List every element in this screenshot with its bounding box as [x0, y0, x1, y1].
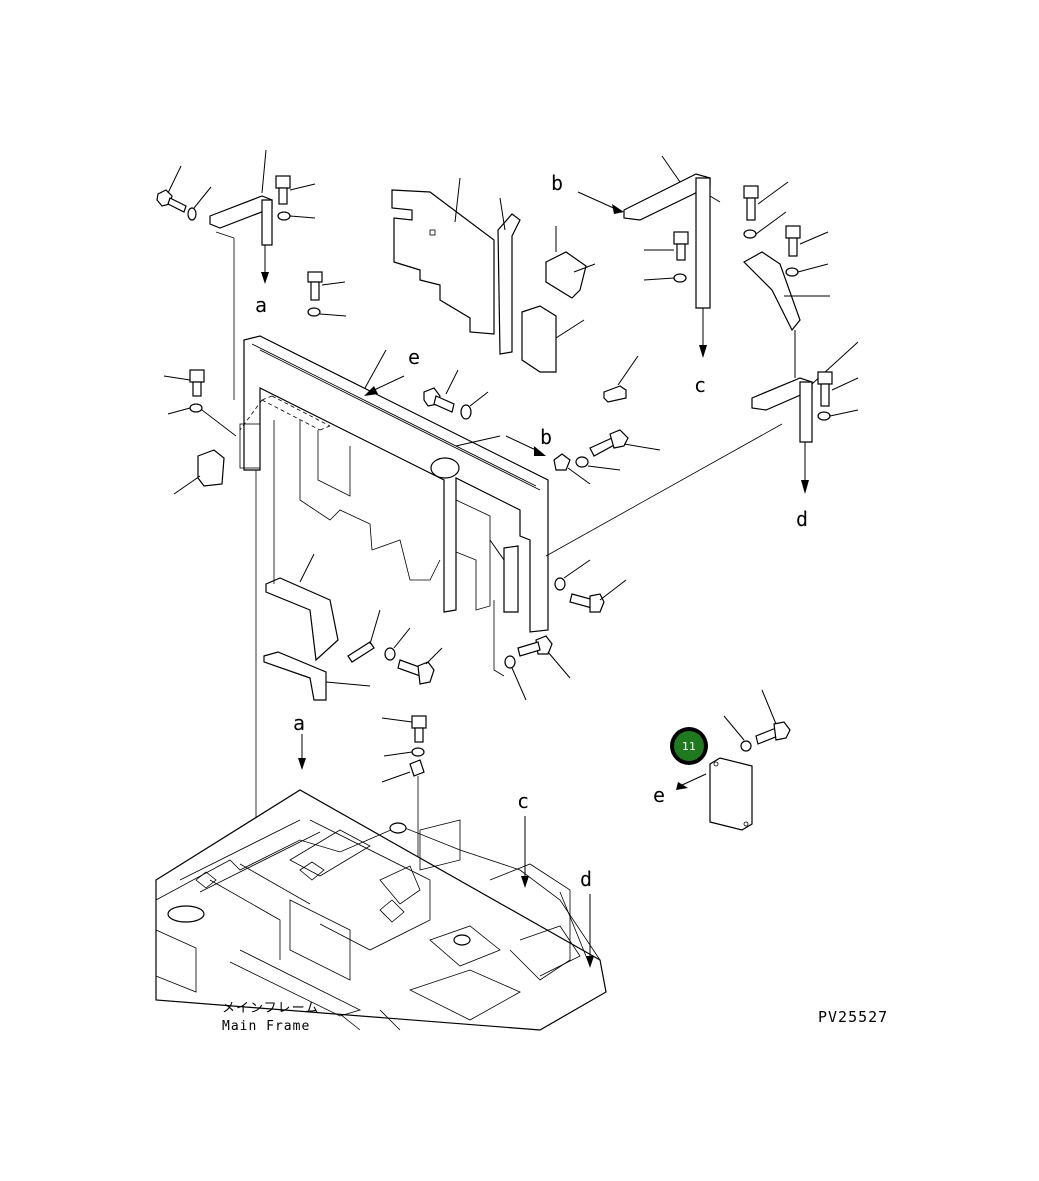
- bolt-panel-right: [554, 559, 627, 613]
- bolt-center: [423, 369, 489, 420]
- item-badge: 11: [670, 727, 708, 765]
- bolt-right-mid: [575, 429, 661, 471]
- bolt-top-center: [307, 271, 347, 317]
- label-d-top: d: [796, 507, 808, 531]
- pad-block: [521, 305, 585, 373]
- clip-bracket: [545, 226, 596, 299]
- drawing-code: PV25527: [818, 1008, 888, 1026]
- bracket-top-right: [623, 155, 721, 309]
- bolt-top-left-vertical: [275, 175, 316, 205]
- bracket-top-left: [209, 149, 273, 246]
- bolt-top-left: [156, 165, 187, 213]
- bolt-top-right-3: [785, 225, 829, 277]
- label-e-top: e: [408, 345, 420, 369]
- label-b-top: b: [551, 171, 563, 195]
- strip-lower: [347, 609, 381, 663]
- cover-plate: [709, 757, 753, 831]
- badge-fill: [674, 731, 704, 761]
- label-c-top: c: [694, 373, 706, 397]
- strip-vertical: [497, 197, 521, 355]
- label-a-bottom: a: [293, 711, 305, 735]
- main-frame: [155, 789, 607, 1031]
- label-e-right: e: [653, 783, 665, 807]
- small-block: [603, 355, 639, 403]
- label-c-bottom: c: [517, 789, 529, 813]
- washer-top-left: [187, 207, 197, 221]
- bolt-panel-lower: [493, 600, 571, 701]
- clamp-small: [553, 453, 591, 485]
- bolt-top-right-2: [743, 181, 789, 239]
- top-left-bracket-group: [156, 149, 316, 284]
- bolt-cover: [723, 689, 791, 752]
- clip-left-side: [173, 449, 225, 495]
- label-a-top: a: [255, 293, 267, 317]
- angle-bracket-right: [743, 251, 830, 332]
- insulation-panel: [391, 177, 495, 335]
- bracket-right-lower: [751, 341, 859, 443]
- bracket-lower-flat: [263, 651, 371, 701]
- bolt-top-right-1: [643, 231, 689, 283]
- badge-number: 11: [682, 740, 696, 753]
- label-d-bottom: d: [580, 867, 592, 891]
- bolt-lower-left: [384, 627, 443, 685]
- main-frame-label-en: Main Frame: [222, 1019, 310, 1034]
- washer-top-left-vertical: [277, 211, 291, 221]
- bolt-right-lower: [817, 371, 859, 421]
- main-frame-label-jp: メインフレーム: [222, 1001, 319, 1016]
- bracket-lower-left: [265, 553, 339, 662]
- bolt-left-side: [163, 369, 237, 437]
- label-b-mid: b: [540, 425, 552, 449]
